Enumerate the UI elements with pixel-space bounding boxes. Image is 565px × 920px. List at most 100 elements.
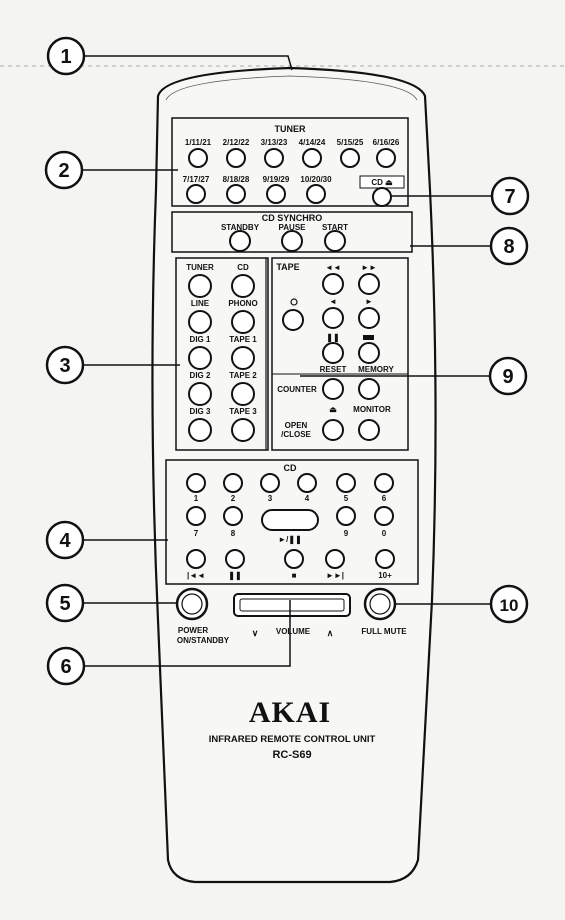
cd-digit-label: 6 bbox=[382, 494, 387, 503]
cd-digit-label: 2 bbox=[231, 494, 236, 503]
source-button[interactable] bbox=[231, 382, 255, 406]
cd-synchro-start-button[interactable] bbox=[324, 230, 346, 252]
tape-ff-symbol: ►► bbox=[361, 263, 377, 272]
power-sublabel: ON/STANDBY bbox=[177, 636, 230, 645]
tuner-preset-label: 9/19/29 bbox=[263, 175, 290, 184]
tuner-preset-label: 8/18/28 bbox=[223, 175, 250, 184]
cd-digit-button[interactable] bbox=[186, 473, 206, 493]
cd-digit-button[interactable] bbox=[374, 473, 394, 493]
cd-digit-button[interactable] bbox=[260, 473, 280, 493]
tape-eject-symbol: ⏏ bbox=[329, 405, 337, 414]
cd-transport-label: ►►| bbox=[326, 571, 344, 580]
cd-digit-button[interactable] bbox=[223, 473, 243, 493]
power-button[interactable] bbox=[175, 587, 209, 621]
tape-counter-label: COUNTER bbox=[277, 385, 317, 394]
volume-down-symbol: ∨ bbox=[252, 628, 259, 638]
tuner-preset-button[interactable] bbox=[376, 148, 396, 168]
cd-play-pause-button[interactable] bbox=[261, 509, 319, 531]
tape-pause-button[interactable] bbox=[322, 342, 344, 364]
volume-up-symbol: ∧ bbox=[327, 628, 334, 638]
tuner-preset-button[interactable] bbox=[186, 184, 206, 204]
tape-monitor-button[interactable] bbox=[358, 419, 380, 441]
cd-transport-button[interactable] bbox=[186, 549, 206, 569]
callout-5: 5 bbox=[45, 583, 85, 623]
callout-7: 7 bbox=[490, 176, 530, 216]
tuner-preset-button[interactable] bbox=[302, 148, 322, 168]
source-button[interactable] bbox=[231, 274, 255, 298]
cd-digit-button[interactable] bbox=[186, 506, 206, 526]
source-button[interactable] bbox=[188, 310, 212, 334]
source-button[interactable] bbox=[231, 418, 255, 442]
tape-reverse-play-symbol: ◄ bbox=[329, 297, 337, 306]
cd-transport-button[interactable] bbox=[225, 549, 245, 569]
source-button[interactable] bbox=[188, 418, 212, 442]
cd-digit-button[interactable] bbox=[336, 473, 356, 493]
tape-counter-memory-button[interactable] bbox=[358, 378, 380, 400]
tuner-preset-button[interactable] bbox=[264, 148, 284, 168]
cd-digit-label: 7 bbox=[194, 529, 199, 538]
callout-6: 6 bbox=[46, 646, 86, 686]
tuner-preset-label: 1/11/21 bbox=[185, 138, 212, 147]
tape-pause-symbol: ❚❚ bbox=[326, 333, 339, 343]
tuner-preset-button[interactable] bbox=[266, 184, 286, 204]
cd-synchro-pause-button[interactable] bbox=[281, 230, 303, 252]
cd-eject-button[interactable] bbox=[372, 187, 392, 207]
model-number: RC-S69 bbox=[272, 749, 311, 761]
tuner-preset-button[interactable] bbox=[226, 148, 246, 168]
tuner-preset-button[interactable] bbox=[188, 148, 208, 168]
tape-close-label: /CLOSE bbox=[281, 430, 311, 439]
source-panel bbox=[175, 257, 269, 451]
tape-rew-button[interactable] bbox=[322, 273, 344, 295]
tagline: INFRARED REMOTE CONTROL UNIT bbox=[209, 734, 376, 745]
tuner-preset-button[interactable] bbox=[306, 184, 326, 204]
tuner-preset-button[interactable] bbox=[340, 148, 360, 168]
cd-transport-button[interactable] bbox=[325, 549, 345, 569]
tape-record-button[interactable] bbox=[282, 309, 304, 331]
source-label: DIG 3 bbox=[190, 407, 211, 416]
svg-text:5: 5 bbox=[59, 593, 70, 615]
full-mute-label: FULL MUTE bbox=[361, 627, 407, 636]
source-button[interactable] bbox=[188, 346, 212, 370]
tuner-preset-button[interactable] bbox=[226, 184, 246, 204]
callout-1: 1 bbox=[46, 36, 86, 76]
source-button[interactable] bbox=[188, 382, 212, 406]
volume-rocker[interactable] bbox=[233, 593, 351, 617]
svg-text:2: 2 bbox=[58, 160, 69, 182]
tape-reverse-play-button[interactable] bbox=[322, 307, 344, 329]
full-mute-button[interactable] bbox=[363, 587, 397, 621]
tuner-preset-label: 3/13/23 bbox=[261, 138, 288, 147]
tuner-preset-label: 4/14/24 bbox=[299, 138, 326, 147]
tape-play-button[interactable] bbox=[358, 307, 380, 329]
source-label: TAPE 3 bbox=[229, 407, 257, 416]
cd-digit-label: 0 bbox=[382, 529, 387, 538]
source-label: TAPE 2 bbox=[229, 371, 257, 380]
tuner-title: TUNER bbox=[275, 124, 306, 134]
cd-digit-button[interactable] bbox=[336, 506, 356, 526]
remote-body bbox=[151, 66, 437, 884]
source-button[interactable] bbox=[231, 346, 255, 370]
source-button[interactable] bbox=[188, 274, 212, 298]
cd-transport-label: ❚❚ bbox=[228, 571, 241, 581]
svg-text:6: 6 bbox=[60, 656, 71, 678]
tape-open-label: OPEN bbox=[285, 421, 308, 430]
cd-synchro-standby-button[interactable] bbox=[229, 230, 251, 252]
cd-transport-button[interactable] bbox=[375, 549, 395, 569]
cd-transport-button[interactable] bbox=[284, 549, 304, 569]
tuner-preset-label: 6/16/26 bbox=[373, 138, 400, 147]
cd-transport-label: ■ bbox=[292, 571, 297, 580]
tuner-preset-label: 10/20/30 bbox=[300, 175, 332, 184]
tape-panel bbox=[271, 257, 409, 451]
cd-title: CD bbox=[284, 463, 297, 473]
tape-ff-button[interactable] bbox=[358, 273, 380, 295]
cd-digit-button[interactable] bbox=[297, 473, 317, 493]
tape-stop-button[interactable] bbox=[358, 342, 380, 364]
source-button[interactable] bbox=[231, 310, 255, 334]
tape-title: TAPE bbox=[276, 262, 299, 272]
tape-stop-symbol bbox=[363, 335, 374, 340]
tape-open-close-button[interactable] bbox=[322, 419, 344, 441]
svg-text:3: 3 bbox=[59, 355, 70, 377]
cd-digit-button[interactable] bbox=[374, 506, 394, 526]
cd-digit-button[interactable] bbox=[223, 506, 243, 526]
cd-transport-label: 10+ bbox=[378, 571, 392, 580]
tape-counter-reset-button[interactable] bbox=[322, 378, 344, 400]
